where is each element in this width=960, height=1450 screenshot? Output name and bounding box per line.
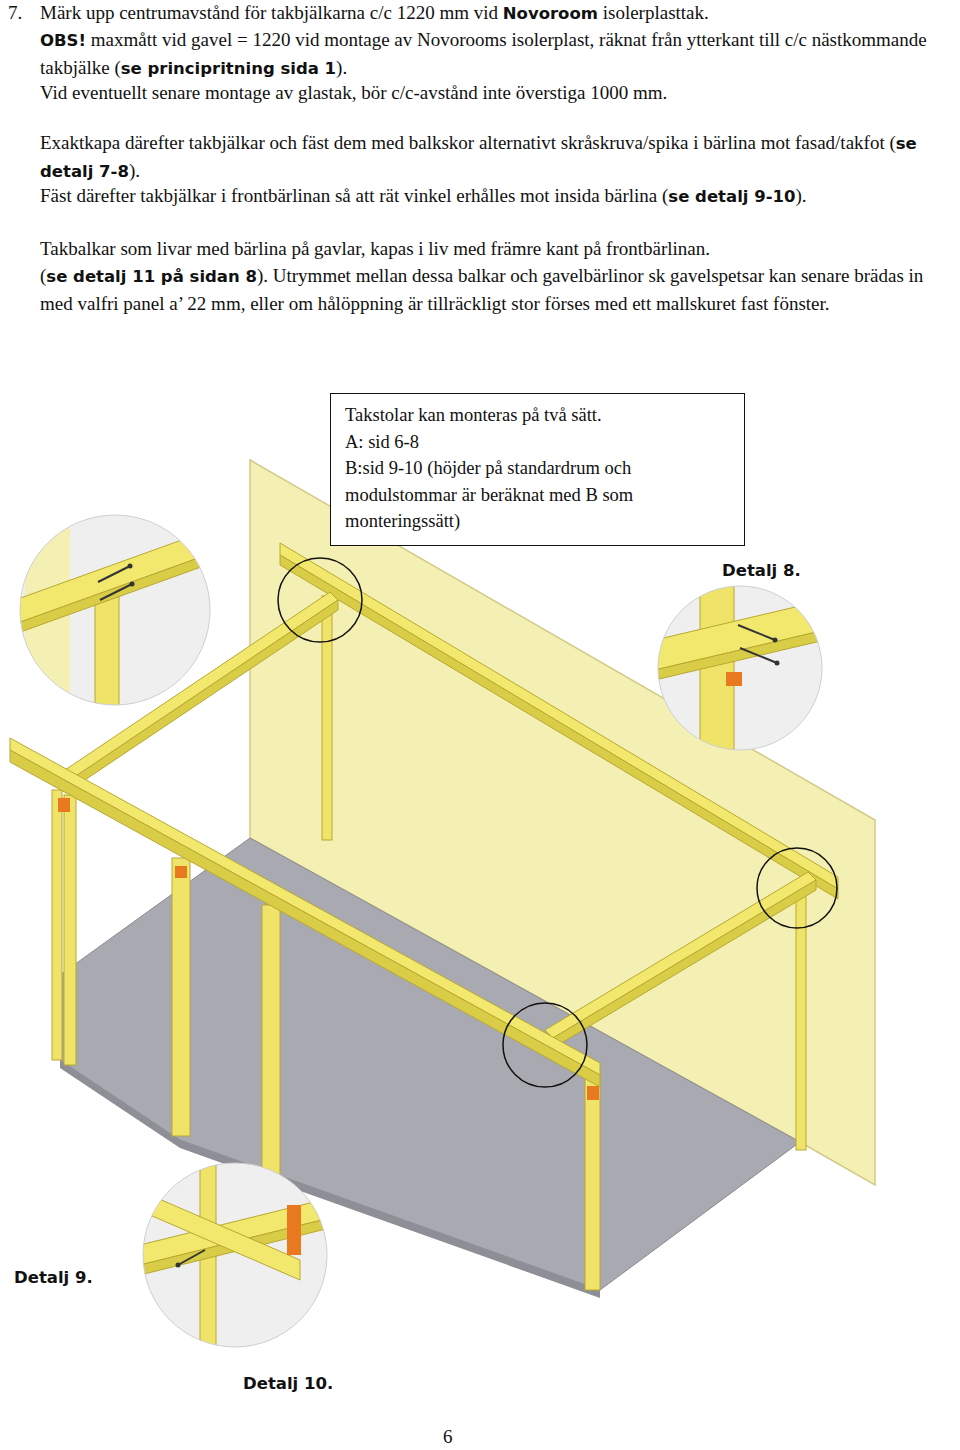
floor-edge xyxy=(60,1060,600,1298)
post xyxy=(64,795,76,1065)
post xyxy=(262,905,280,1195)
bold-reference: se detalj 11 på sidan 8 xyxy=(46,267,257,286)
cut-end xyxy=(587,1086,599,1100)
paragraph: 7. xyxy=(8,0,38,27)
note-box: Takstolar kan monteras på två sätt.A: si… xyxy=(330,393,745,546)
detail-label: Detalj 8. xyxy=(720,561,803,580)
bold-reference: Novoroom xyxy=(503,4,598,23)
paragraph: Vid eventuellt senare montage av glastak… xyxy=(40,80,955,107)
detail-marker xyxy=(757,848,837,928)
floor-slab xyxy=(60,838,800,1290)
instruction-text: ). xyxy=(129,160,140,181)
instruction-text: ). xyxy=(336,57,347,78)
instruction-text: Vid eventuellt senare montage av glastak… xyxy=(40,82,667,103)
post xyxy=(585,1068,600,1290)
paragraph: Fäst därefter takbjälkar i frontbärlinan… xyxy=(40,183,955,211)
page-number: 6 xyxy=(443,1426,453,1448)
detail-7-zoom xyxy=(15,510,215,720)
cut-end xyxy=(175,866,187,878)
detail-label: Detalj 9. xyxy=(12,1268,95,1287)
paragraph: Takbalkar som livar med bärlina på gavla… xyxy=(40,236,955,263)
instruction-text: Exaktkapa därefter takbjälkar och fäst d… xyxy=(40,132,896,153)
roof-joist-side xyxy=(553,880,816,1048)
front-beam xyxy=(10,738,600,1075)
detail-label: Detalj 10. xyxy=(241,1374,335,1393)
front-beam-side xyxy=(10,750,600,1087)
wall-beam xyxy=(280,543,838,889)
instruction-text: isolerplasttak. xyxy=(603,2,709,23)
bold-reference: OBS! xyxy=(40,31,86,50)
detail-8-zoom xyxy=(655,585,825,755)
bold-reference: se detalj 9-10 xyxy=(668,187,795,206)
detail-9-zoom xyxy=(140,1160,330,1355)
instruction-text: ( xyxy=(40,265,46,286)
paragraph: OBS! maxmått vid gavel = 1220 vid montag… xyxy=(40,27,955,82)
instruction-text: ). xyxy=(796,185,807,206)
paragraph: Exaktkapa därefter takbjälkar och fäst d… xyxy=(40,130,955,185)
note-text: A: sid 6-8 xyxy=(345,429,730,456)
note-text: B:sid 9-10 (höjder på standardrum och mo… xyxy=(345,455,730,535)
wall-beam-side xyxy=(280,555,838,899)
instruction-text: Märk upp centrumavstånd för takbjälkarna… xyxy=(40,2,498,23)
post xyxy=(172,858,190,1136)
post xyxy=(322,596,332,840)
roof-joist xyxy=(545,872,816,1038)
instruction-text: Takbalkar som livar med bärlina på gavla… xyxy=(40,238,710,259)
note-text: Takstolar kan monteras på två sätt. xyxy=(345,402,730,429)
detail-marker xyxy=(278,558,362,642)
instruction-text: Fäst därefter takbjälkar i frontbärlinan… xyxy=(40,185,668,206)
instruction-text: 7. xyxy=(8,2,22,23)
paragraph: Märk upp centrumavstånd för takbjälkarna… xyxy=(40,0,955,28)
cut-end xyxy=(58,798,70,812)
detail-marker xyxy=(503,1003,587,1087)
paragraph: (se detalj 11 på sidan 8). Utrymmet mell… xyxy=(40,263,955,317)
bold-reference: se principritning sida 1 xyxy=(121,59,336,78)
post xyxy=(52,790,62,1060)
